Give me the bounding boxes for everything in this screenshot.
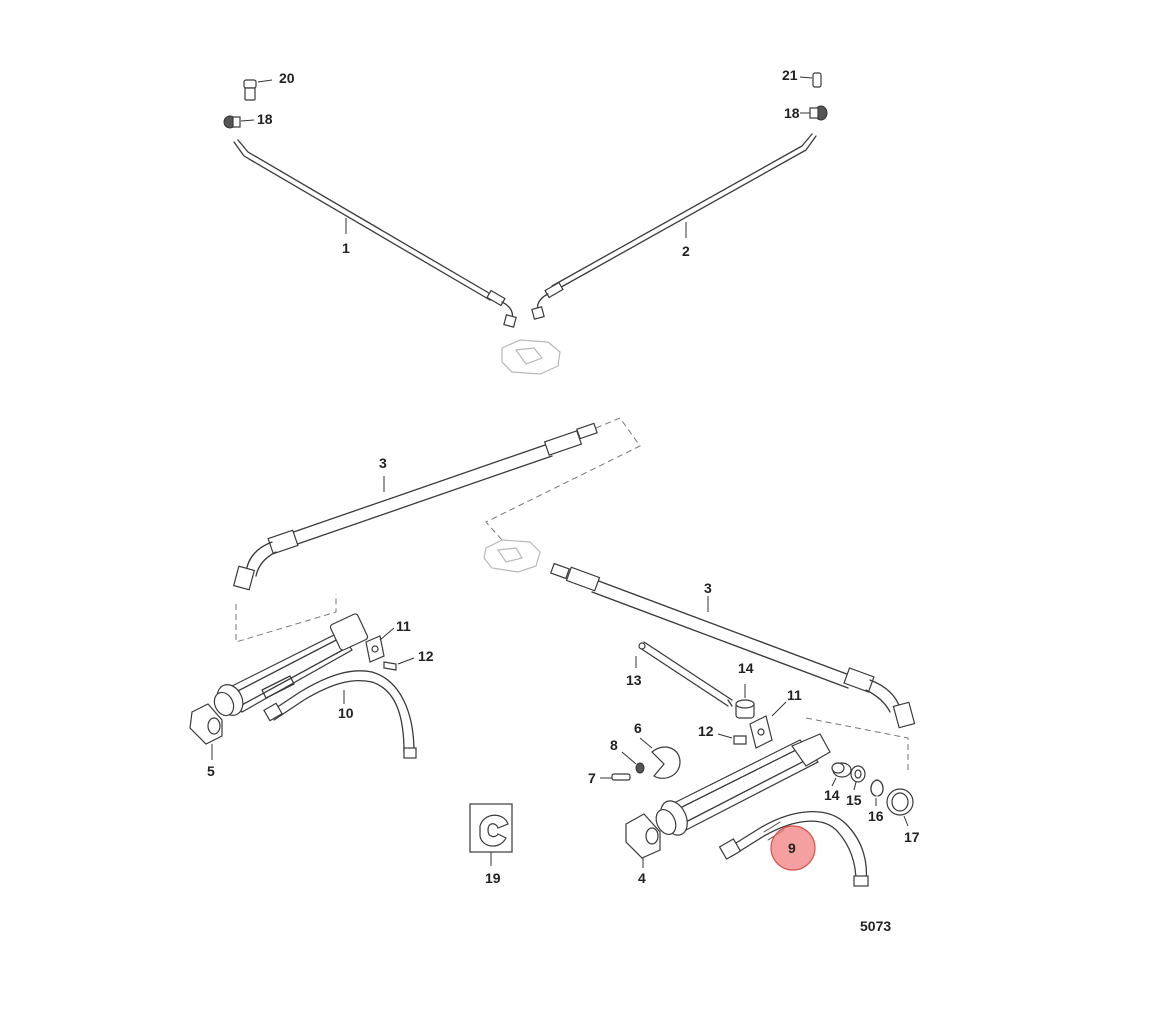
callout-12-right: 12 xyxy=(698,723,714,739)
screw-12-right[interactable] xyxy=(717,733,747,745)
callout-2: 2 xyxy=(682,243,690,259)
clip-19-inset[interactable] xyxy=(469,803,513,866)
callout-18-right: 18 xyxy=(784,105,800,121)
callout-21: 21 xyxy=(782,67,798,83)
bracket-11-right[interactable] xyxy=(749,701,787,749)
fitting-18-right[interactable] xyxy=(800,105,828,121)
callout-1: 1 xyxy=(342,240,350,256)
fitting-21-right[interactable] xyxy=(799,72,822,88)
clip-6[interactable] xyxy=(639,737,681,779)
callout-14-lower: 14 xyxy=(824,787,840,803)
hydraulic-line-2[interactable] xyxy=(531,133,817,320)
pump-outline-top xyxy=(501,339,561,375)
figure-number: 5073 xyxy=(860,918,891,934)
callout-13: 13 xyxy=(626,672,642,688)
hose-10-left[interactable] xyxy=(263,670,417,759)
callout-19: 19 xyxy=(485,870,501,886)
bracket-11-left[interactable] xyxy=(365,627,395,663)
callout-5: 5 xyxy=(207,763,215,779)
nut-8[interactable] xyxy=(621,751,645,774)
hydraulic-line-3-lower[interactable] xyxy=(550,562,916,729)
callout-3-upper: 3 xyxy=(379,455,387,471)
connection-dashed-upper xyxy=(485,417,641,541)
callout-10: 10 xyxy=(338,705,354,721)
callout-16: 16 xyxy=(868,808,884,824)
screw-12-left[interactable] xyxy=(383,657,415,671)
hydraulic-line-1[interactable] xyxy=(233,139,517,328)
fitting-18-left[interactable] xyxy=(223,115,255,129)
callout-11-right: 11 xyxy=(787,687,802,703)
connection-dashed-lower xyxy=(235,594,909,770)
end-fitting-5[interactable] xyxy=(189,703,223,760)
bolt-7[interactable] xyxy=(600,773,631,781)
highlight-marker-9[interactable] xyxy=(770,825,816,871)
bushing-14-lower[interactable] xyxy=(831,762,852,787)
bushing-14-upper[interactable] xyxy=(735,684,755,719)
callout-15: 15 xyxy=(846,792,862,808)
end-fitting-4[interactable] xyxy=(625,813,661,868)
callout-3-lower: 3 xyxy=(704,580,712,596)
callout-18-left: 18 xyxy=(257,111,273,127)
pump-outline-middle xyxy=(483,539,541,573)
callout-9: 9 xyxy=(788,840,796,856)
fitting-20-left[interactable] xyxy=(243,79,273,101)
steering-cylinder-right[interactable] xyxy=(652,733,831,839)
callout-6: 6 xyxy=(634,720,642,736)
callout-8: 8 xyxy=(610,737,618,753)
rod-13[interactable] xyxy=(635,641,733,707)
callout-17: 17 xyxy=(904,829,920,845)
callout-11-left: 11 xyxy=(396,618,411,634)
hydraulic-line-3-upper[interactable] xyxy=(232,422,598,591)
callout-7: 7 xyxy=(588,770,596,786)
callout-4: 4 xyxy=(638,870,646,886)
steering-cylinder-left[interactable] xyxy=(211,613,369,720)
callout-14-upper: 14 xyxy=(738,660,754,676)
cap-17[interactable] xyxy=(886,788,914,827)
callout-20: 20 xyxy=(279,70,295,86)
washer-15[interactable] xyxy=(850,765,866,791)
callout-12-left: 12 xyxy=(418,648,434,664)
retaining-ring-16[interactable] xyxy=(870,779,884,806)
